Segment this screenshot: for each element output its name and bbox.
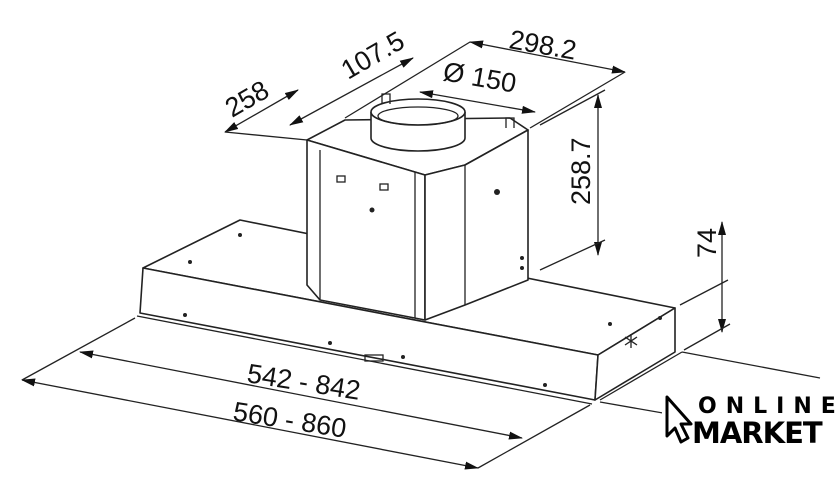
dim-duct-diameter: Ø 150 [441, 56, 519, 98]
cursor-icon [665, 395, 693, 444]
logo-line1: ONLINE [698, 394, 840, 419]
dim-top-depth: 298.2 [507, 24, 579, 65]
online-market-logo: ONLINE MARKET [662, 392, 836, 454]
dim-duct-offset: 107.5 [336, 25, 410, 85]
dim-inner-width: 542 - 842 [245, 358, 362, 405]
dim-body-height: 74 [692, 228, 722, 258]
chimney [306, 93, 529, 321]
logo-line2: MARKET [692, 416, 823, 450]
dim-chimney-depth: 258 [220, 75, 274, 124]
dimension-lines [21, 40, 821, 470]
dim-outer-width: 560 - 860 [231, 396, 348, 443]
dim-chimney-height: 258.7 [566, 137, 596, 205]
